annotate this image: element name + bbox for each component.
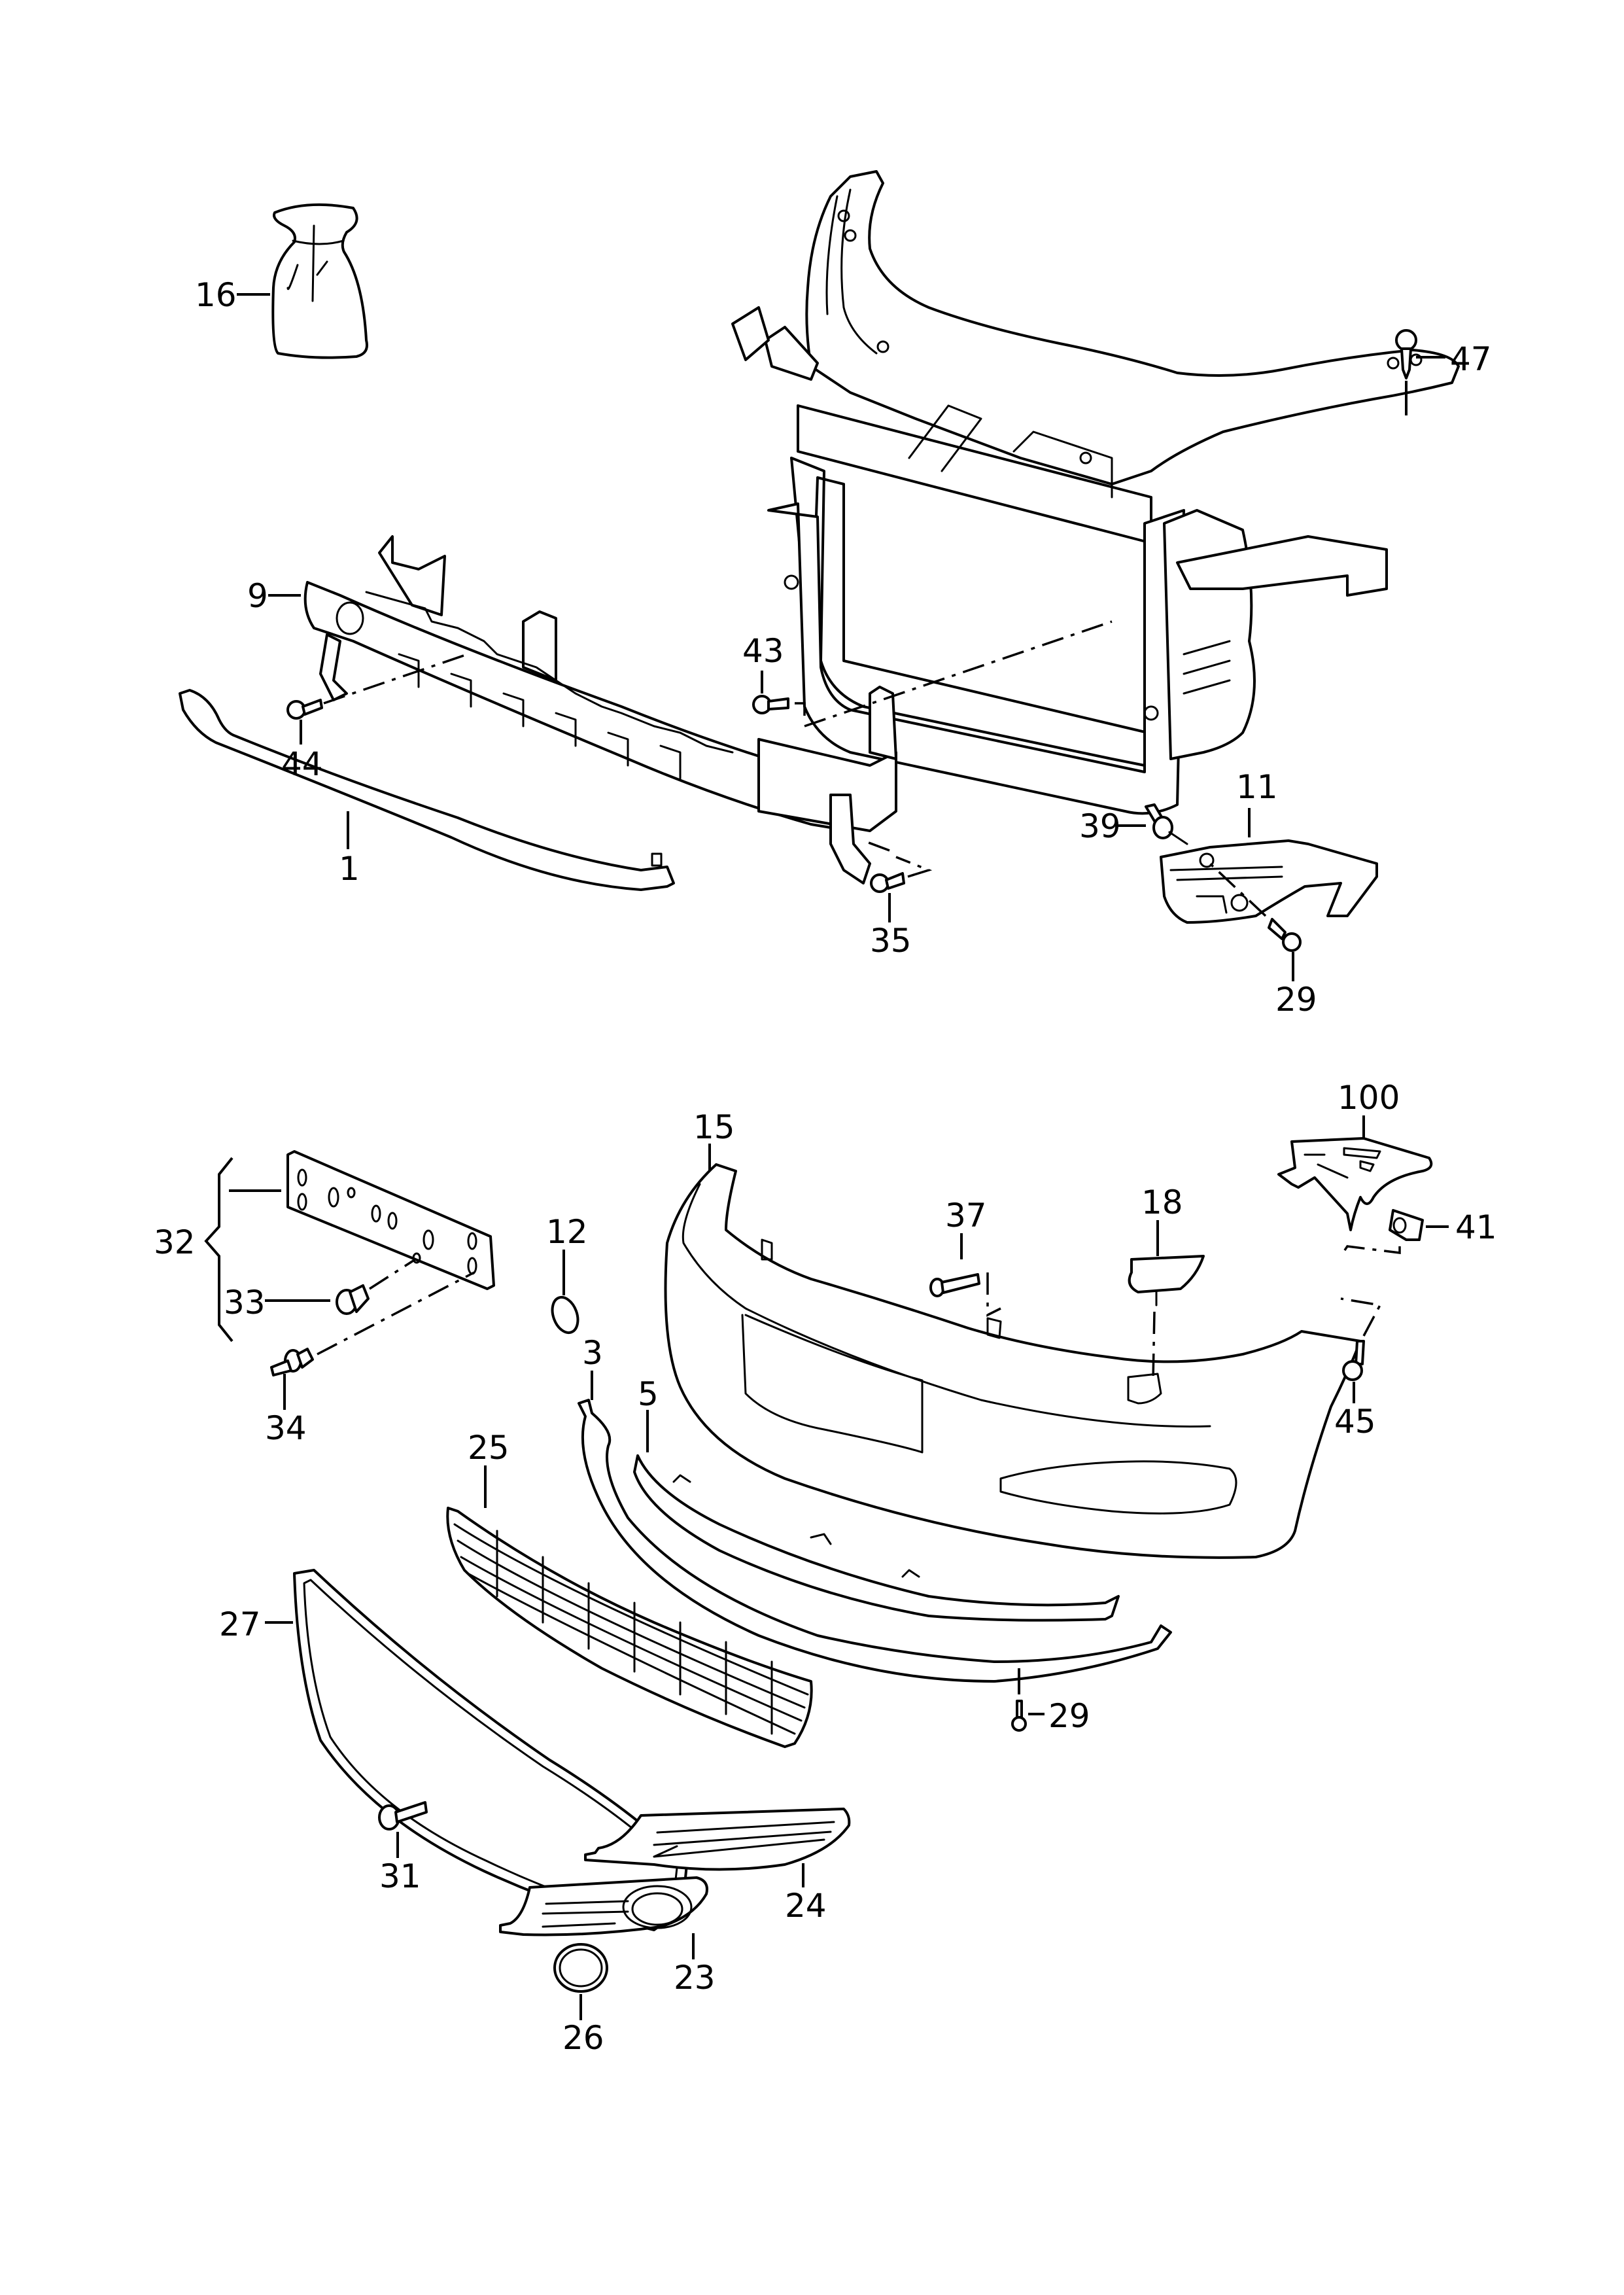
part-41-spring-nut (1339, 1209, 1424, 1257)
part-1-absorber-strip (179, 689, 675, 891)
part-11-guide-bracket (1160, 839, 1378, 924)
callout-label: 33 (224, 1284, 266, 1322)
part-34-rivet (270, 1271, 475, 1376)
callout-27[interactable]: 27 (219, 1605, 293, 1643)
part-35-bolt (863, 839, 933, 893)
callout-31[interactable]: 31 (379, 1832, 421, 1895)
callout-43[interactable]: 43 (742, 632, 784, 693)
callout-39[interactable]: 39 (1079, 807, 1146, 845)
callout-26[interactable]: 26 (562, 1994, 604, 2057)
callout-label: 26 (562, 2019, 604, 2057)
callout-label: 12 (546, 1213, 588, 1251)
part-29-lower-screw (1011, 1668, 1027, 1732)
callout-label: 5 (638, 1375, 659, 1413)
part-45-screw (1340, 1297, 1382, 1381)
callout-18[interactable]: 18 (1141, 1183, 1183, 1256)
part-3-spoiler (578, 1399, 1172, 1683)
callout-34[interactable]: 34 (265, 1374, 307, 1447)
callout-label: 1 (339, 850, 360, 888)
part-23-fog-grille (499, 1876, 708, 1936)
part-25-lower-grille (446, 1507, 813, 1748)
part-100-bracket (1277, 1137, 1433, 1231)
callout-16[interactable]: 16 (195, 276, 270, 314)
part-15-bumper-cover (664, 1163, 1362, 1559)
part-29-upper-screw (1209, 862, 1302, 952)
lock-carrier (731, 170, 1460, 815)
callout-44[interactable]: 44 (281, 720, 323, 783)
part-37-screw (929, 1272, 1001, 1317)
callout-47[interactable]: 47 (1416, 340, 1492, 378)
callout-37[interactable]: 37 (945, 1197, 987, 1259)
callout-label: 35 (870, 922, 912, 960)
part-43-bolt (752, 620, 1113, 727)
callout-32[interactable]: 32 (154, 1189, 281, 1261)
part-39-rivet (1145, 803, 1188, 845)
callout-label: 44 (281, 745, 323, 783)
callout-label: 31 (379, 1857, 421, 1895)
callout-label: 23 (674, 1959, 716, 1997)
callout-label: 9 (247, 577, 268, 615)
callout-label: 24 (785, 1887, 827, 1925)
part-18-jet-cap (1128, 1255, 1205, 1381)
part-9-bumper-reinforcement (303, 535, 897, 885)
part-5-trim-strip (633, 1454, 1120, 1622)
callout-24[interactable]: 24 (785, 1863, 827, 1925)
callout-label: 32 (154, 1223, 196, 1261)
callout-label: 27 (219, 1605, 261, 1643)
callout-label: 29 (1275, 981, 1317, 1019)
callout-label: 15 (693, 1108, 735, 1146)
callout-35[interactable]: 35 (870, 893, 912, 960)
callout-label: 100 (1338, 1079, 1400, 1117)
part-16-bag (271, 203, 368, 359)
callout-25[interactable]: 25 (468, 1429, 510, 1508)
part-26-trim-ring (553, 1943, 608, 1993)
callout-41[interactable]: 41 (1426, 1208, 1497, 1246)
callout-11[interactable]: 11 (1236, 768, 1278, 837)
callout-label: 16 (195, 276, 237, 314)
callout-1[interactable]: 1 (339, 811, 360, 888)
part-33-expanding-nut (336, 1258, 416, 1315)
callout-29-lower[interactable]: 29 (1028, 1697, 1090, 1735)
callout-3[interactable]: 3 (582, 1334, 603, 1400)
callout-23[interactable]: 23 (674, 1933, 716, 1997)
callout-29-upper[interactable]: 29 (1275, 952, 1317, 1019)
callout-15[interactable]: 15 (693, 1108, 735, 1171)
callout-label: 37 (945, 1197, 987, 1235)
callout-label: 25 (468, 1429, 510, 1467)
callout-100[interactable]: 100 (1338, 1079, 1400, 1140)
callout-label: 43 (742, 632, 784, 670)
callout-label: 34 (265, 1409, 307, 1447)
callout-label: 41 (1455, 1208, 1497, 1246)
part-12-cap (551, 1295, 579, 1335)
callout-label: 45 (1334, 1403, 1376, 1441)
callout-label: 39 (1079, 807, 1121, 845)
callout-9[interactable]: 9 (247, 577, 301, 615)
callout-label: 3 (582, 1334, 603, 1372)
part-32-license-plate-holder (204, 1150, 495, 1342)
part-44-screw (286, 653, 468, 720)
part-31-screw (378, 1801, 428, 1831)
callout-45[interactable]: 45 (1334, 1382, 1376, 1441)
part-47-screw (1395, 329, 1417, 415)
callout-33[interactable]: 33 (224, 1284, 330, 1322)
callout-label: 29 (1048, 1697, 1090, 1735)
callout-label: 18 (1141, 1183, 1183, 1221)
callout-5[interactable]: 5 (638, 1375, 659, 1452)
callout-label: 47 (1450, 340, 1492, 378)
callout-label: 11 (1236, 768, 1278, 806)
callout-12[interactable]: 12 (546, 1213, 588, 1295)
part-24-side-grille (584, 1808, 851, 1871)
